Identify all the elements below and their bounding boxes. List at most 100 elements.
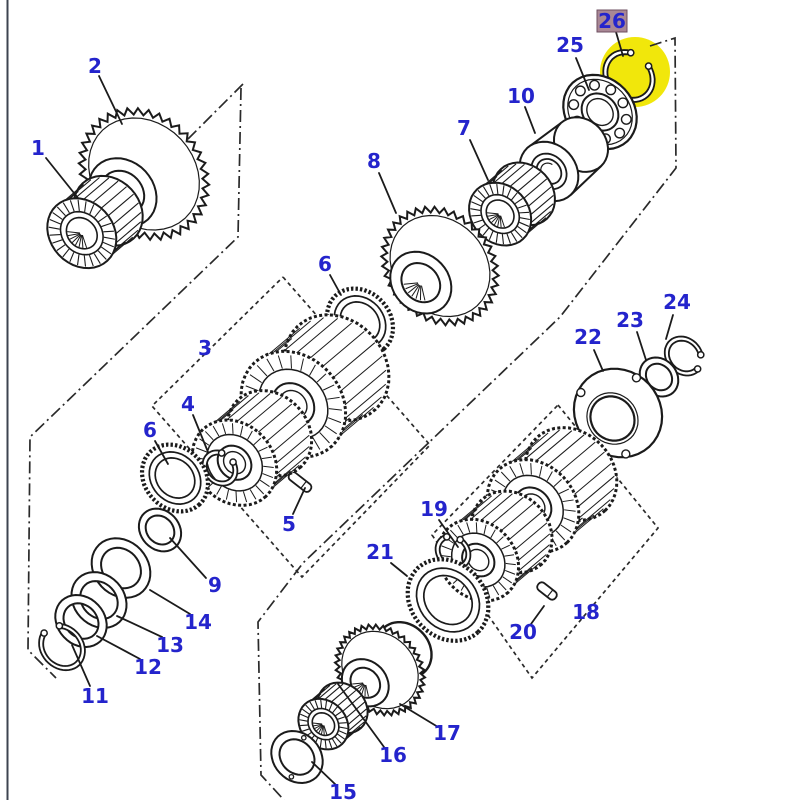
hatch-line	[361, 684, 366, 696]
part-label-25[interactable]: 25	[556, 33, 584, 57]
hatch-line	[467, 492, 502, 522]
part-edge	[589, 395, 636, 442]
hatch-line	[323, 725, 328, 735]
housing-lug	[631, 373, 642, 383]
part-label-20[interactable]: 20	[509, 620, 537, 644]
hatch-line	[490, 529, 496, 539]
hatch-line	[273, 446, 310, 477]
part-label-23[interactable]: 23	[616, 308, 644, 332]
part-9-plain-ring	[137, 507, 183, 553]
hatch-line	[530, 463, 532, 475]
snap-ring-lug	[644, 62, 653, 70]
part-label-4[interactable]: 4	[181, 392, 195, 416]
hatch-line	[563, 517, 575, 523]
hatch-line	[405, 283, 419, 290]
hatch-line	[331, 738, 338, 747]
hatch-line	[111, 202, 139, 226]
part-label-11[interactable]: 11	[81, 684, 109, 708]
hatch-line	[539, 465, 543, 477]
part-label-18[interactable]: 18	[572, 600, 600, 624]
hatch-line	[249, 489, 257, 500]
hatch-line	[101, 222, 112, 228]
snap-ring-lug	[217, 449, 226, 457]
hatch-line	[253, 437, 262, 446]
highlighted-label-box[interactable]	[596, 9, 628, 33]
hatch-line	[114, 212, 142, 236]
hatch-line	[500, 471, 511, 482]
hatch-line	[234, 393, 271, 424]
hatch-line	[299, 719, 308, 722]
part-label-2[interactable]: 2	[88, 54, 102, 78]
hatch-line	[488, 214, 499, 221]
part-label-16[interactable]: 16	[379, 743, 407, 767]
part-label-19[interactable]: 19	[420, 497, 448, 521]
hatch-line	[338, 355, 383, 393]
hatch-line	[328, 703, 333, 711]
hatch-line	[501, 544, 510, 550]
boundary-dashdot-line	[184, 83, 244, 143]
hatch-line	[491, 163, 517, 185]
hatch-line	[502, 185, 505, 195]
hatch-line	[56, 206, 66, 217]
hatch-line	[100, 246, 112, 255]
ring-hole	[288, 773, 295, 780]
leader-line-23	[636, 331, 647, 361]
leader-line-13	[116, 615, 163, 638]
hatch-line	[497, 215, 501, 227]
part-label-24[interactable]: 24	[663, 290, 691, 314]
part-label-14[interactable]: 14	[184, 610, 212, 634]
hatch-line	[231, 423, 234, 434]
hatch-line	[494, 479, 506, 488]
part-label-17[interactable]: 17	[433, 721, 461, 745]
part-label-8[interactable]: 8	[367, 149, 381, 173]
part-label-6[interactable]: 6	[318, 252, 332, 276]
bearing-ball	[614, 127, 626, 139]
part-edge	[405, 557, 491, 643]
hatch-line	[290, 355, 292, 369]
part-edge	[70, 571, 128, 629]
hatch-line	[307, 322, 352, 360]
leader-line-19	[438, 519, 459, 548]
part-label-1[interactable]: 1	[31, 136, 45, 160]
leader-line-5	[292, 487, 306, 515]
hatch-line	[533, 430, 573, 464]
hatch-line	[407, 283, 420, 294]
hatch-line	[337, 716, 345, 720]
part-label-22[interactable]: 22	[574, 325, 602, 349]
part-label-10[interactable]: 10	[507, 84, 535, 108]
hatch-line	[487, 213, 499, 217]
hatch-line	[266, 320, 311, 358]
leader-line-9	[169, 537, 207, 579]
part-label-21[interactable]: 21	[366, 540, 394, 564]
hatch-line	[316, 724, 323, 732]
part-edge	[480, 193, 521, 235]
part-20-key	[536, 581, 558, 601]
hatch-line	[89, 204, 95, 215]
part-label-12[interactable]: 12	[134, 655, 162, 679]
part-label-15[interactable]: 15	[329, 780, 357, 800]
part-edge	[278, 738, 316, 776]
hatch-line	[98, 215, 108, 223]
part-label-3[interactable]: 3	[198, 336, 212, 360]
part-label-5[interactable]: 5	[282, 512, 296, 536]
hatch-line	[255, 485, 265, 495]
hatch-line	[486, 212, 499, 215]
hatch-line	[486, 587, 491, 598]
part-label-6[interactable]: 6	[143, 418, 157, 442]
hatch-line	[527, 186, 552, 208]
part-edge	[485, 199, 515, 229]
part-edge	[148, 451, 202, 505]
part-8-gear	[379, 204, 501, 328]
snap-ring-lug	[456, 535, 465, 544]
hatch-line	[457, 524, 464, 535]
hatch-line	[342, 383, 387, 422]
part-label-7[interactable]: 7	[457, 116, 471, 140]
part-edge	[415, 567, 481, 633]
part-label-26[interactable]: 26	[598, 9, 626, 33]
hatch-line	[270, 456, 306, 487]
part-label-9[interactable]: 9	[208, 573, 222, 597]
hatch-line	[102, 241, 115, 248]
part-label-13[interactable]: 13	[156, 633, 184, 657]
